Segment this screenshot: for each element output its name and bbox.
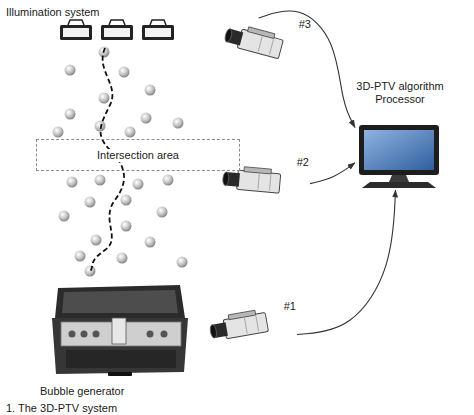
caption: 1. The 3D-PTV system: [6, 398, 117, 415]
lamp: [60, 20, 92, 40]
bubble: [117, 253, 128, 264]
processor-node: 3D-PTV algorithm Processor: [355, 122, 445, 190]
knob: [69, 331, 76, 338]
nozzle-unit: [112, 318, 126, 344]
bubble: [65, 109, 76, 120]
camera-node: #1: [203, 300, 297, 348]
cable-connector: [310, 163, 355, 184]
illumination-label: Illumination system: [6, 2, 100, 20]
bubble: [177, 257, 188, 268]
bubble: [99, 93, 110, 104]
lamp-face: [104, 28, 130, 37]
node-text: 3D-PTV algorithm Processor: [350, 80, 450, 106]
bubble: [145, 237, 156, 248]
case-lid: [55, 285, 185, 318]
bubble: [85, 266, 96, 277]
camera-node: #2: [216, 156, 310, 202]
knob: [81, 331, 88, 338]
bubble: [145, 85, 156, 96]
bubble: [119, 67, 130, 78]
lamp-bracket: [150, 20, 166, 25]
case-handle: [108, 372, 132, 376]
caption-text: 1. The 3D-PTV system: [6, 402, 117, 414]
bubble: [133, 179, 144, 190]
monitor-stand: [389, 175, 409, 182]
lamp-housing: [142, 25, 174, 40]
lamp-face: [145, 28, 171, 37]
bubble: [121, 195, 132, 206]
bubble: [141, 113, 152, 124]
lamp-housing: [101, 25, 133, 40]
bubble: [53, 127, 64, 138]
intersection-area: Intersection area: [36, 139, 240, 171]
computer: [359, 125, 439, 188]
bubble: [85, 197, 96, 208]
node-text: #1: [283, 300, 297, 313]
camera-2: [222, 165, 281, 193]
label-text: Illumination system: [6, 6, 100, 18]
bubble: [125, 127, 136, 138]
lamp: [142, 20, 174, 40]
lamp-face: [63, 28, 89, 37]
bubble-generator: [52, 285, 188, 376]
cable-connector: [259, 11, 355, 127]
camera-node: #3: [220, 18, 312, 64]
bubble: [173, 118, 184, 129]
node-text: #2: [296, 156, 310, 169]
bubble: [59, 211, 70, 222]
keyboard-base: [362, 182, 436, 188]
bubble: [67, 177, 78, 188]
knob: [161, 331, 168, 338]
bubble-generator-label: Bubble generator: [40, 381, 124, 399]
lamp: [101, 20, 133, 40]
knob: [147, 331, 154, 338]
case-compartment: [66, 350, 176, 368]
bubble: [65, 65, 76, 76]
lamp-bracket: [68, 20, 84, 25]
lamp-housing: [60, 25, 92, 40]
monitor-screen: [364, 130, 434, 170]
bubbles: [53, 47, 188, 277]
cable-connector: [297, 190, 396, 335]
camera-1: [208, 309, 268, 342]
label-text: Bubble generator: [40, 385, 124, 397]
bubble: [75, 251, 86, 262]
node-text: #3: [298, 18, 312, 31]
lamp-bracket: [109, 20, 125, 25]
bubble: [91, 235, 102, 246]
camera-3: [223, 22, 284, 59]
node-text: Intersection area: [94, 149, 182, 162]
bubble: [95, 121, 106, 132]
case-body: [52, 318, 188, 374]
bubble: [163, 175, 174, 186]
monitor-frame: [359, 125, 439, 175]
bubble: [121, 221, 132, 232]
bubble: [95, 175, 106, 186]
case-lid-panel: [62, 290, 178, 313]
knob: [93, 331, 100, 338]
bubble: [157, 207, 168, 218]
